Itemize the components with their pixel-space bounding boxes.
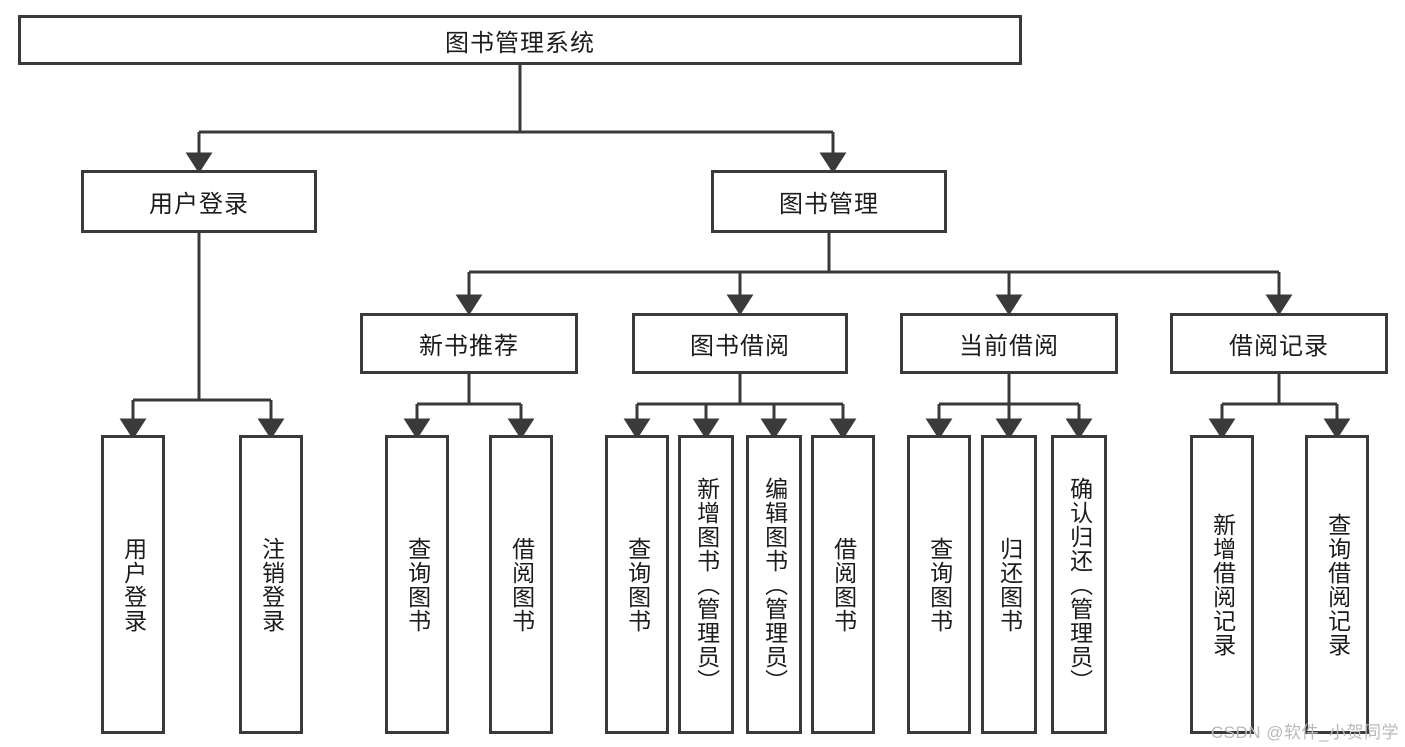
node-label: 查询借阅记录: [1324, 512, 1351, 657]
node-label: 借阅记录: [1229, 333, 1329, 360]
node-book-borrow[interactable]: 图书借阅: [632, 313, 848, 374]
node-book-management[interactable]: 图书管理: [711, 170, 947, 233]
leaf-borrow-book[interactable]: 借阅图书: [811, 435, 875, 734]
node-label: 查询图书: [404, 536, 431, 633]
node-label: 注销登录: [258, 536, 285, 633]
node-label: 新增图书（管理员）: [693, 476, 720, 693]
node-label: 新书推荐: [419, 333, 519, 360]
node-label: 查询图书: [926, 536, 953, 633]
node-label: 用户登录: [149, 191, 249, 218]
node-label: 图书借阅: [690, 333, 790, 360]
node-current-borrow[interactable]: 当前借阅: [900, 313, 1118, 374]
node-label: 用户登录: [120, 536, 147, 633]
node-new-book-recommend[interactable]: 新书推荐: [360, 313, 578, 374]
node-user-login[interactable]: 用户登录: [81, 170, 317, 233]
node-label: 查询图书: [624, 536, 651, 633]
node-root-system[interactable]: 图书管理系统: [18, 15, 1022, 65]
leaf-confirm-return-admin[interactable]: 确认归还（管理员）: [1051, 435, 1107, 734]
leaf-query-book-recommend[interactable]: 查询图书: [385, 435, 449, 734]
node-label: 确认归还（管理员）: [1066, 476, 1093, 693]
node-label: 编辑图书（管理员）: [761, 476, 788, 693]
node-label: 当前借阅: [959, 333, 1059, 360]
leaf-edit-book-admin[interactable]: 编辑图书（管理员）: [746, 435, 802, 734]
leaf-borrow-book-recommend[interactable]: 借阅图书: [489, 435, 553, 734]
leaf-query-book-borrow[interactable]: 查询图书: [605, 435, 669, 734]
leaf-user-logout[interactable]: 注销登录: [239, 435, 303, 734]
leaf-user-login[interactable]: 用户登录: [101, 435, 165, 734]
node-borrow-record[interactable]: 借阅记录: [1170, 313, 1388, 374]
leaf-add-borrow-record[interactable]: 新增借阅记录: [1190, 435, 1254, 734]
node-label: 归还图书: [996, 536, 1023, 633]
leaf-query-borrow-record[interactable]: 查询借阅记录: [1305, 435, 1369, 734]
node-label: 图书管理系统: [445, 29, 595, 57]
node-label: 借阅图书: [508, 536, 535, 633]
leaf-return-book[interactable]: 归还图书: [981, 435, 1037, 734]
node-label: 借阅图书: [830, 536, 857, 633]
leaf-query-book-current[interactable]: 查询图书: [907, 435, 971, 734]
node-label: 新增借阅记录: [1209, 512, 1236, 657]
leaf-add-book-admin[interactable]: 新增图书（管理员）: [678, 435, 734, 734]
node-label: 图书管理: [779, 191, 879, 218]
